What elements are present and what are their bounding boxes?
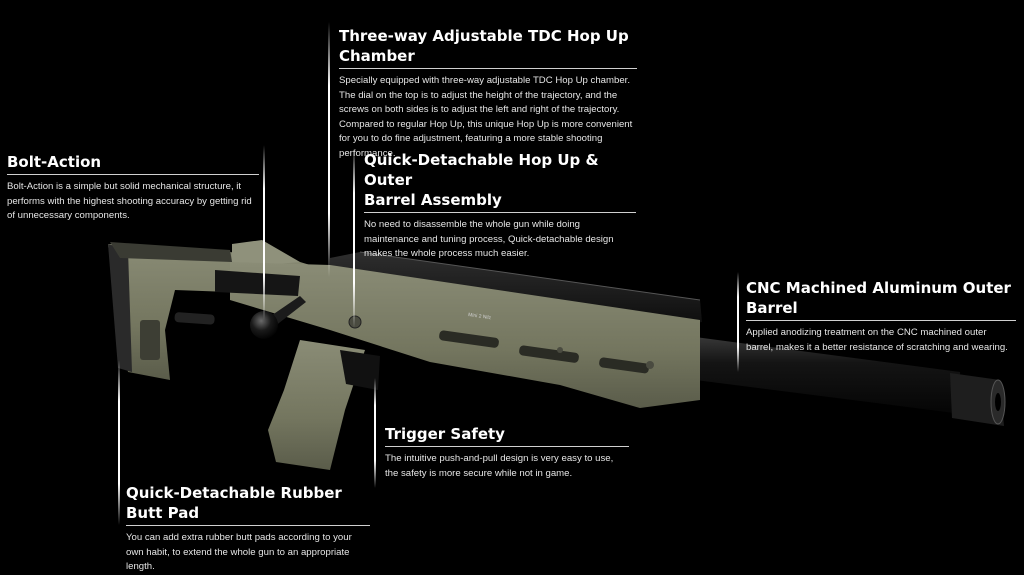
callout-divider bbox=[385, 446, 629, 447]
callout-title: Bolt-Action bbox=[7, 153, 102, 171]
callout-trigger-safety: Trigger Safety The intuitive push-and-pu… bbox=[385, 424, 629, 481]
callout-title: Three-way Adjustable TDC Hop Up Chamber bbox=[339, 27, 629, 65]
callout-text: Bolt-Action is a simple but solid mechan… bbox=[7, 181, 252, 221]
callout-text: The intuitive push-and-pull design is ve… bbox=[385, 453, 614, 479]
receiver-marking: Mini 2 Nilz bbox=[468, 312, 492, 321]
callout-text: Applied anodizing treatment on the CNC m… bbox=[746, 327, 1008, 353]
pointer-line-bolt bbox=[263, 145, 265, 320]
callout-title-line1: Quick-Detachable Hop Up & Outer bbox=[364, 151, 599, 189]
callout-title-line2: Barrel Assembly bbox=[364, 191, 502, 209]
callout-divider bbox=[746, 320, 1016, 321]
pointer-line-trigger bbox=[374, 378, 376, 488]
callout-title: CNC Machined Aluminum Outer Barrel bbox=[746, 279, 1011, 317]
callout-text: You can add extra rubber butt pads accor… bbox=[126, 532, 352, 572]
outer-barrel bbox=[680, 335, 1006, 426]
callout-cnc-barrel: CNC Machined Aluminum Outer Barrel Appli… bbox=[746, 278, 1016, 355]
callout-divider bbox=[339, 68, 637, 69]
pointer-line-buttpad bbox=[118, 360, 120, 525]
callout-divider bbox=[126, 525, 370, 526]
callout-divider bbox=[364, 212, 636, 213]
callout-title: Quick-Detachable Rubber Butt Pad bbox=[126, 484, 342, 522]
callout-text: Specially equipped with three-way adjust… bbox=[339, 75, 633, 159]
callout-qd-hop-up: Quick-Detachable Hop Up & Outer Barrel A… bbox=[364, 150, 636, 262]
callout-bolt-action: Bolt-Action Bolt-Action is a simple but … bbox=[7, 152, 259, 224]
bolt-handle bbox=[215, 270, 306, 339]
callout-divider bbox=[7, 174, 259, 175]
pointer-line-cnc bbox=[737, 272, 739, 372]
pointer-line-qd-hopup bbox=[353, 148, 355, 328]
callout-title: Trigger Safety bbox=[385, 425, 505, 443]
pointer-line-tdc bbox=[328, 22, 330, 277]
callout-tdc-hop-up: Three-way Adjustable TDC Hop Up Chamber … bbox=[339, 26, 637, 161]
callout-text: No need to disassemble the whole gun whi… bbox=[364, 219, 614, 259]
callout-butt-pad: Quick-Detachable Rubber Butt Pad You can… bbox=[126, 483, 370, 575]
